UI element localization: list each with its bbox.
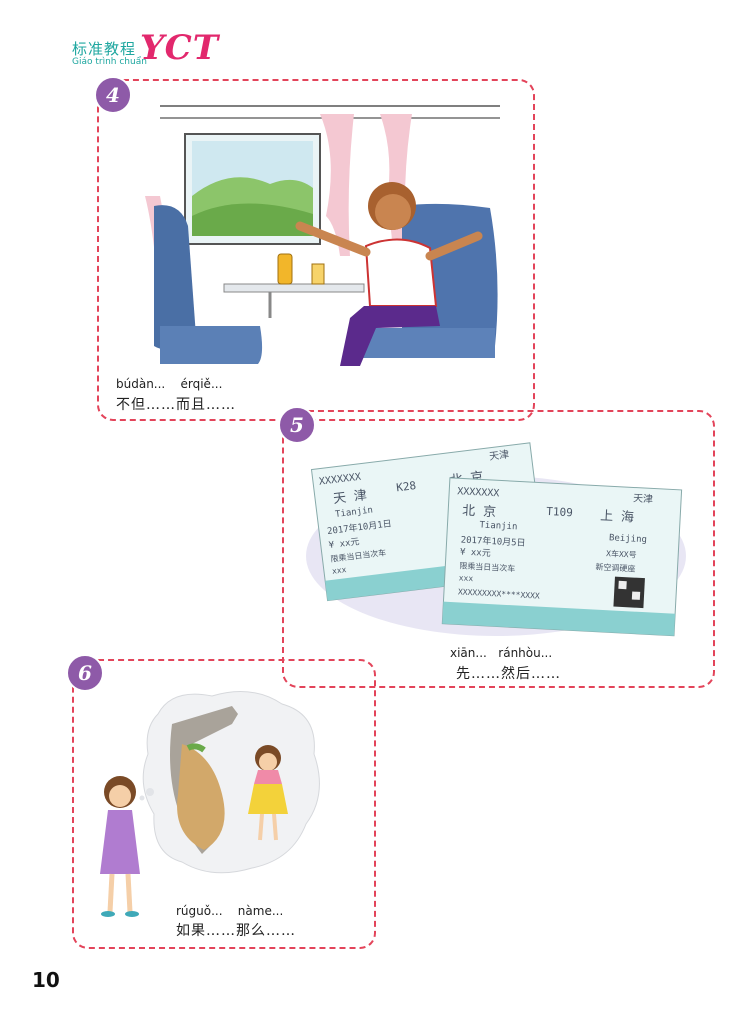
qr-code-icon (613, 576, 645, 609)
ticket-beijing-shanghai: XXXXXXX 天津 北 京 T109 上 海 Tianjin Beijing … (441, 477, 683, 637)
panel-4-hanzi: 不但……而且…… (116, 397, 236, 413)
train-interior-illustration (145, 105, 500, 366)
ticket-1-from: 天 津 (332, 488, 367, 507)
panel-6 (72, 659, 376, 949)
ticket-2-extra: xxx (458, 573, 473, 583)
panel-6-number-badge: 6 (66, 654, 104, 692)
ticket-2-date: 2017年10月5日 (460, 533, 525, 548)
panel-4-number-badge: 4 (94, 76, 132, 114)
ticket-2-from: 北 京 (462, 504, 497, 521)
ticket-2-serial: XXXXXXXXX****XXXX (458, 587, 540, 600)
panel-5-pinyin: xiān... ránhòu... (450, 646, 553, 660)
series-subtitle: Giáo trình chuẩn (72, 57, 147, 67)
ticket-1-station-top: 天津 (489, 448, 510, 462)
ticket-2-note: 限乘当日当次车 (459, 560, 515, 573)
panel-5-hanzi: 先……然后…… (456, 666, 561, 682)
ticket-1-from-pinyin: Tianjin (335, 505, 374, 520)
great-wall-dream-illustration (100, 691, 320, 917)
panel-4-pinyin: búdàn... érqiě... (116, 377, 223, 391)
panel-5 (282, 410, 715, 688)
ticket-2-from-pinyin: Tianjin (479, 520, 517, 532)
ticket-1-price: ¥ xx元 (328, 537, 360, 551)
ticket-2-seat: X车XX号 (606, 548, 637, 560)
ticket-2-train: T109 (546, 505, 573, 519)
series-title: 标准教程 (72, 40, 137, 58)
ticket-2-marks: XXXXXXX (457, 486, 500, 499)
panel-5-number-badge: 5 (278, 406, 316, 444)
yct-logo: YCT (140, 28, 220, 68)
ticket-1-train: K28 (396, 479, 417, 494)
panel-6-hanzi: 如果……那么…… (176, 923, 296, 939)
ticket-1-extra: xxx (331, 565, 347, 576)
ticket-2-station-top: 天津 (633, 492, 654, 505)
train-tickets-illustration: XXXXXXX 天津 天 津 K28 北 京 Tianjin 2017年10月1… (306, 442, 686, 637)
ticket-1-marks: XXXXXXX (318, 472, 361, 488)
ticket-2-to: 上 海 (600, 509, 635, 526)
page-number: 10 (32, 968, 60, 992)
ticket-2-to-pinyin: Beijing (609, 533, 647, 545)
panel-4 (97, 79, 535, 421)
panel-6-pinyin: rúguǒ... nàme... (176, 904, 284, 918)
ticket-2-price: ¥ xx元 (460, 547, 491, 559)
ticket-2-seat-type: 新空调硬座 (595, 562, 635, 574)
